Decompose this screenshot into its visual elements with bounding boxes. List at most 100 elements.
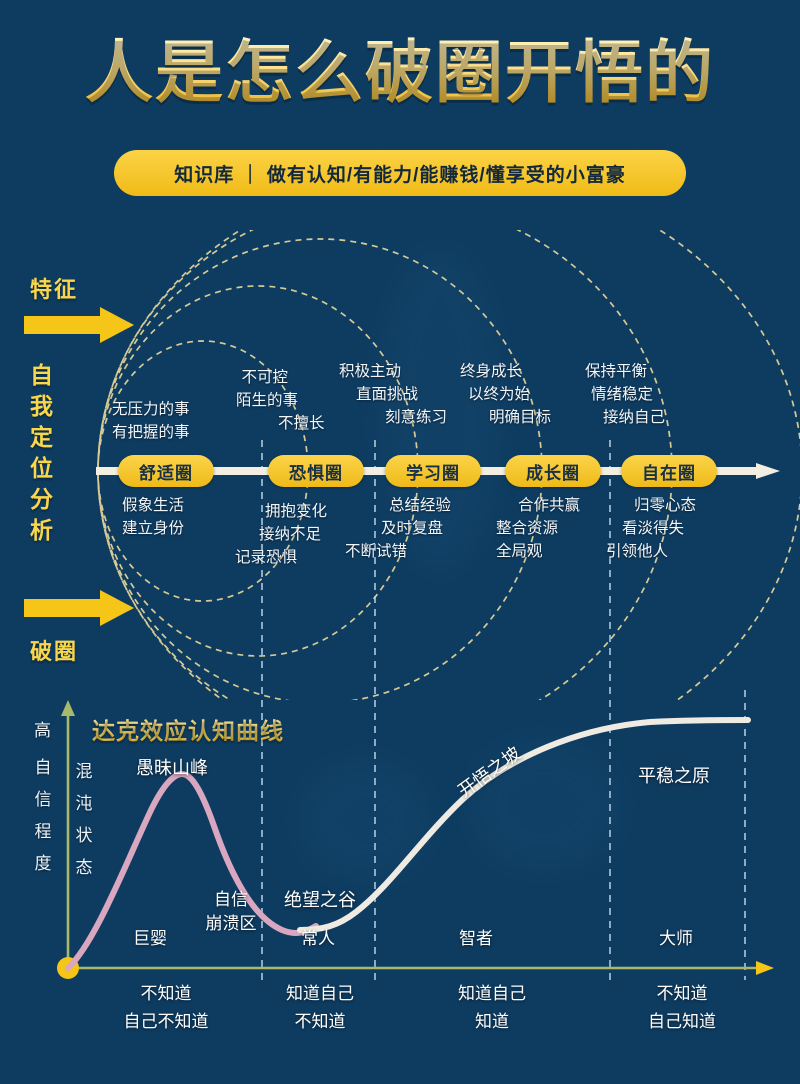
ring-text-line: 总结经验 (389, 497, 452, 514)
annotation-plateau: 平稳之原 (638, 766, 710, 786)
ring-text-line: 整合资源 (496, 520, 559, 537)
ring-pill-fear[interactable]: 恐惧圈 (268, 455, 364, 487)
ring-above-growth: 终身成长 以终为始 明确目标 (460, 360, 551, 429)
ring-text-line: 情绪稳定 (591, 386, 654, 403)
quadrant-line: 知道 (475, 1012, 509, 1031)
chaos-char: 态 (75, 858, 93, 877)
stage-label-ordinary: 常人 (282, 927, 354, 951)
ring-text-line: 合作共赢 (518, 497, 581, 514)
vertical-char: 位 (30, 455, 54, 481)
quadrant-line: 不知道 (140, 984, 192, 1003)
ring-text-line: 终身成长 (460, 363, 523, 380)
quadrant-label-1: 不知道 自己不知道 (90, 980, 242, 1036)
ring-text-line: 假象生活 (122, 497, 185, 514)
ring-above-comfort: 无压力的事 有把握的事 (112, 398, 190, 444)
chaos-state-label: 混 沌 状 态 (73, 756, 95, 884)
ring-pill-learning[interactable]: 学习圈 (385, 455, 481, 487)
pill-label: 自在圈 (642, 463, 696, 483)
ring-below-fear: 拥抱变化 接纳不足 记录恐惧 (235, 500, 328, 569)
ring-below-learning: 总结经验 及时复盘 不断试错 (345, 494, 452, 563)
stage-line: 自信 (214, 890, 248, 909)
chaos-char: 沌 (75, 794, 93, 813)
page-title: 人是怎么破圈开悟的 (0, 34, 800, 112)
ring-pill-freedom[interactable]: 自在圈 (621, 455, 717, 487)
ring-text-line: 以终为始 (468, 386, 531, 403)
ring-text-line: 陌生的事 (236, 392, 299, 409)
arrow-breakthrough-icon (24, 590, 134, 626)
ring-below-growth: 合作共赢 整合资源 全局观 (496, 494, 580, 563)
column-dividers (261, 440, 746, 980)
quadrant-line: 知道自己 (458, 984, 526, 1003)
quadrant-line: 自己不知道 (123, 1012, 209, 1031)
ring-text-line: 积极主动 (339, 363, 402, 380)
ring-pill-growth[interactable]: 成长圈 (505, 455, 601, 487)
vertical-char: 我 (30, 393, 54, 419)
ring-text-line: 建立身份 (122, 520, 185, 537)
ring-above-fear: 不可控 陌生的事 不擅长 (205, 366, 325, 435)
bg-blob (470, 740, 620, 870)
y-axis-label: 自 信 程 度 (32, 752, 54, 880)
curve-segment-left (65, 770, 319, 971)
ring-text-line: 接纳不足 (259, 526, 322, 543)
pill-label: 恐惧圈 (289, 463, 343, 483)
ring-text-line: 刻意练习 (385, 409, 448, 426)
label-breakthrough: 破圈 (30, 639, 79, 664)
pill-label: 成长圈 (526, 463, 580, 483)
ring-text-line: 明确目标 (489, 409, 552, 426)
ring-text-line: 归零心态 (634, 497, 697, 514)
arrow-feature-icon (24, 307, 134, 343)
quadrant-label-3: 知道自己 知道 (432, 980, 552, 1036)
label-self-positioning: 自 我 定 位 分 析 (24, 360, 60, 546)
y-axis-char: 信 (34, 790, 52, 809)
vertical-char: 分 (30, 486, 54, 512)
ring-text-line: 无压力的事 (112, 401, 190, 418)
ring-text-line: 看淡得失 (622, 520, 685, 537)
quadrant-line: 不知道 (294, 1012, 346, 1031)
subtitle-badge: 知识库 ｜ 做有认知/有能力/能赚钱/懂享受的小富豪 (114, 150, 686, 196)
chaos-char: 混 (75, 762, 93, 781)
y-axis-arrow-icon (61, 700, 75, 716)
bg-blob (380, 250, 500, 570)
ring-text-line: 有把握的事 (112, 424, 190, 441)
ring-text-line: 直面挑战 (356, 386, 419, 403)
ring-pill-comfort[interactable]: 舒适圈 (118, 455, 214, 487)
quadrant-label-4: 不知道 自己知道 (618, 980, 746, 1036)
stage-line: 大师 (659, 929, 693, 948)
vertical-char: 定 (30, 424, 54, 450)
ring-below-comfort: 假象生活 建立身份 (122, 494, 184, 540)
y-axis-char: 自 (34, 758, 52, 777)
ring-above-freedom: 保持平衡 情绪稳定 接纳自己 (585, 360, 665, 429)
stage-label-baby: 巨婴 (114, 927, 186, 951)
stage-line: 智者 (459, 929, 493, 948)
label-feature: 特征 (30, 277, 79, 302)
annotation-valley: 绝望之谷 (284, 890, 356, 910)
stage-label-collapse: 自信 崩溃区 (190, 888, 272, 936)
ring-text-line: 记录恐惧 (235, 549, 298, 566)
stage-line: 常人 (301, 929, 335, 948)
ring-above-learning: 积极主动 直面挑战 刻意练习 (339, 360, 447, 429)
ring-text-line: 接纳自己 (603, 409, 666, 426)
pill-label: 学习圈 (406, 463, 460, 483)
x-axis-arrow-icon (756, 961, 774, 975)
ring-text-line: 引领他人 (606, 543, 669, 560)
quadrant-line: 自己知道 (648, 1012, 716, 1031)
vertical-char: 自 (30, 362, 54, 388)
stage-line: 巨婴 (133, 929, 167, 948)
vertical-char: 析 (30, 517, 54, 543)
chart-title: 达克效应认知曲线 (92, 712, 284, 746)
ring-text-line: 不可控 (241, 369, 289, 386)
chaos-char: 状 (75, 826, 93, 845)
ring-text-line: 不断试错 (345, 543, 408, 560)
pill-label: 舒适圈 (139, 463, 193, 483)
ring-text-line: 全局观 (496, 543, 543, 560)
subtitle-text: 知识库 ｜ 做有认知/有能力/能赚钱/懂享受的小富豪 (174, 164, 626, 186)
ring-text-line: 拥抱变化 (265, 503, 328, 520)
stage-label-wise: 智者 (440, 927, 512, 951)
quadrant-label-2: 知道自己 不知道 (264, 980, 376, 1036)
ring-text-line: 不擅长 (278, 415, 325, 432)
curve-segment-right (297, 717, 751, 933)
ring-below-freedom: 归零心态 看淡得失 引领他人 (606, 494, 697, 563)
y-axis-char: 程 (34, 822, 52, 841)
annotation-peak: 愚昧山峰 (136, 758, 208, 778)
